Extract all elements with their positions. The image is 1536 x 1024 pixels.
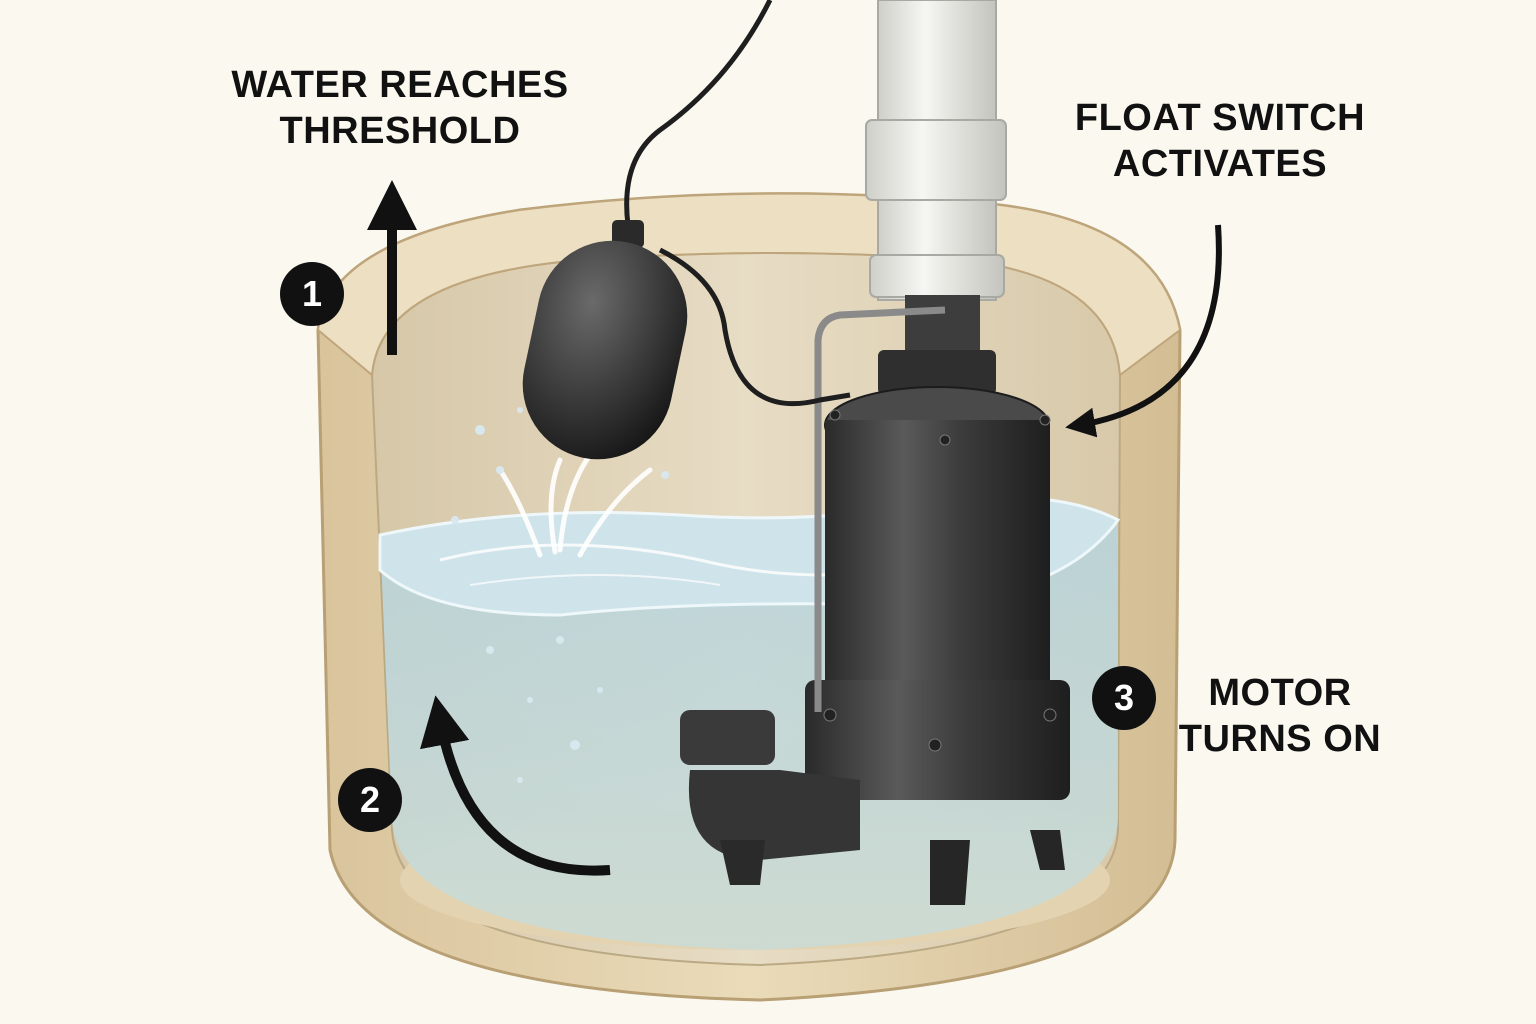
step-1-label-line1: WATER REACHES xyxy=(231,64,569,106)
float-switch-label-line1: FLOAT SWITCH xyxy=(1074,97,1366,139)
pump-bolts xyxy=(823,409,1057,752)
pump-inlet xyxy=(680,710,775,765)
step-1-badge: 1 xyxy=(280,262,344,326)
pump-foot-mid xyxy=(930,840,970,905)
step-3-label: MOTOR TURNS ON xyxy=(1160,670,1400,762)
water-splash xyxy=(497,452,653,558)
arrow-float-switch xyxy=(1065,224,1222,438)
float-switch xyxy=(522,240,688,460)
pipe-coupling-lower xyxy=(869,254,1005,298)
pump-neck xyxy=(905,295,980,355)
float-cable-to-pump xyxy=(658,247,851,407)
step-3-label-line1: MOTOR xyxy=(1208,672,1352,714)
step-3-badge: 3 xyxy=(1092,666,1156,730)
arrow-step-2 xyxy=(420,695,611,876)
pump-foot-left xyxy=(720,840,765,885)
water-ripple-2 xyxy=(469,574,721,586)
float-switch-label: FLOAT SWITCH ACTIVATES xyxy=(1060,95,1380,187)
pump-collar xyxy=(878,350,996,395)
pump-foot-right xyxy=(1030,830,1065,870)
step-1-label: WATER REACHES THRESHOLD xyxy=(220,62,580,154)
float-cable xyxy=(624,0,773,226)
pump-motor-housing xyxy=(825,420,1050,690)
pipe-coupling xyxy=(865,119,1007,201)
pump-volute xyxy=(688,770,860,860)
step-3-label-line2: TURNS ON xyxy=(1178,718,1382,760)
float-cap xyxy=(612,220,644,248)
step-2-badge: 2 xyxy=(338,768,402,832)
float-rod xyxy=(814,306,946,712)
step-1-label-line2: THRESHOLD xyxy=(279,110,521,152)
float-switch-label-line2: ACTIVATES xyxy=(1112,143,1328,185)
